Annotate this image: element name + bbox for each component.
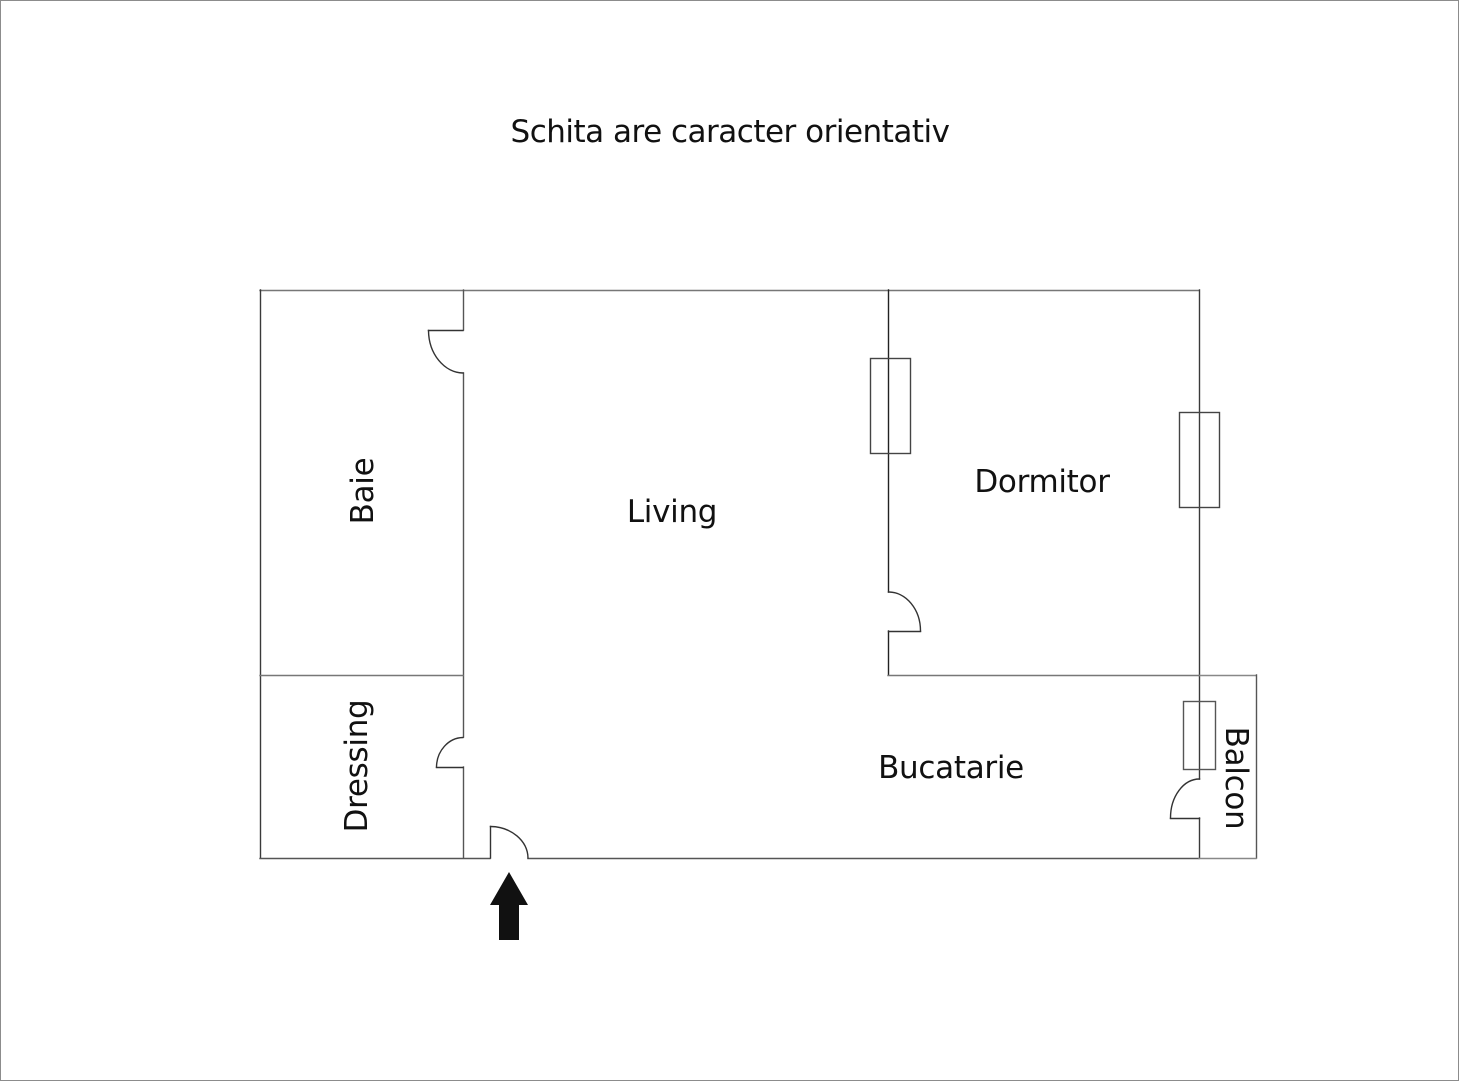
outer-walls xyxy=(259,289,1201,860)
plan-title: Schita are caracter orientativ xyxy=(510,114,950,150)
door-balcon xyxy=(1169,778,1201,820)
door-entrance xyxy=(489,825,529,859)
room-label-living: Living xyxy=(626,494,718,530)
window-dormitor xyxy=(1178,411,1221,509)
window-bucatarie xyxy=(1182,700,1217,771)
room-label-dressing: Dressing xyxy=(339,699,375,833)
door-dormitor xyxy=(887,591,922,633)
room-label-balcon: Balcon xyxy=(1218,726,1254,830)
balcony-outline xyxy=(1198,674,1258,860)
interior-wall-left xyxy=(259,289,465,859)
room-label-baie: Baie xyxy=(345,457,381,525)
room-label-bucatarie: Bucatarie xyxy=(878,750,1024,786)
window-living-dormitor xyxy=(869,357,912,455)
door-baie xyxy=(427,329,464,374)
room-label-dormitor: Dormitor xyxy=(974,464,1110,500)
entrance-arrow-icon xyxy=(490,872,528,940)
interior-wall-dormitor xyxy=(887,289,1200,677)
door-dressing xyxy=(435,736,464,769)
